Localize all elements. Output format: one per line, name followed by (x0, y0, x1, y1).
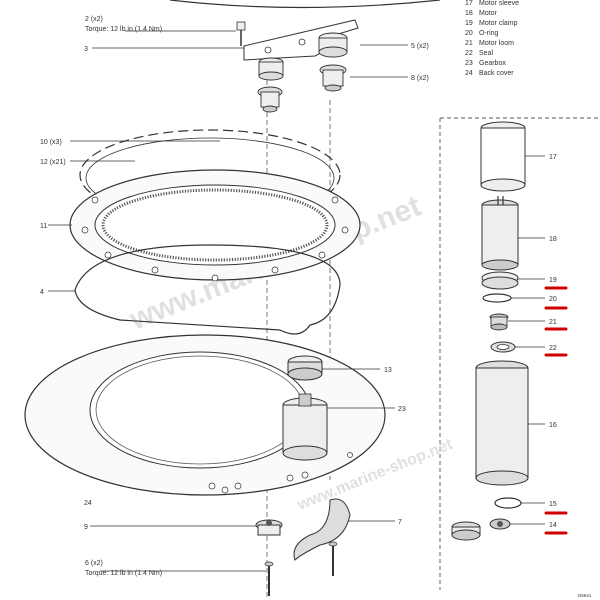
cap-part-14 (489, 518, 511, 530)
motor-part-18 (481, 196, 519, 271)
legend-name-21: Motor loom (479, 40, 514, 47)
legend-num-18: 18 (465, 10, 473, 17)
callout-17: 17 (549, 154, 557, 161)
legend-name-24: Back cover (479, 70, 514, 77)
callout-13: 13 (384, 367, 392, 374)
callout-19: 19 (549, 277, 557, 284)
housing-part-16 (475, 360, 529, 486)
screw-part-6b (328, 541, 338, 576)
callout-16: 16 (549, 422, 557, 429)
callout-2: 2 (x2) (85, 16, 103, 23)
callout-9: 9 (84, 524, 88, 531)
drawing-code: D6641 (578, 593, 592, 598)
callout-12: 12 (x21) (40, 159, 66, 166)
pivot-part-8 (319, 64, 347, 92)
callout-2-torque: Torque: 12 lb in (1.4 Nm) (85, 26, 162, 33)
callout-23: 23 (398, 406, 406, 413)
parts-legend: 17 Motor sleeve 18 Motor 19 Motor clamp … (465, 0, 519, 77)
callout-6: 6 (x2) (85, 560, 103, 567)
legend-num-20: 20 (465, 30, 473, 37)
callout-8: 8 (x2) (411, 75, 429, 82)
callout-labels: 2 (x2) Torque: 12 lb in (1.4 Nm) 3 5 (x2… (40, 16, 557, 577)
callout-10: 10 (x3) (40, 139, 62, 146)
gasket-part-4 (74, 244, 341, 335)
bushing-part-5b (258, 57, 284, 81)
callout-15: 15 (549, 501, 557, 508)
bracket-hole-2 (298, 38, 306, 46)
legend-name-23: Gearbox (479, 60, 506, 67)
callout-4: 4 (40, 289, 44, 296)
screw-part-6 (264, 561, 274, 596)
nut-part-9 (255, 519, 283, 536)
callout-22: 22 (549, 345, 557, 352)
highlight-marks (544, 286, 568, 535)
seal-part-22-inner (496, 344, 510, 350)
bezel-holes (81, 196, 349, 282)
callout-24: 24 (84, 500, 92, 507)
bushing-part-5 (318, 32, 348, 58)
callout-3: 3 (84, 46, 88, 53)
motor-sleeve-part-17 (480, 121, 526, 192)
o-ring-part-20 (482, 293, 512, 303)
screw-part-2 (236, 21, 246, 46)
legend-name-18: Motor (479, 10, 498, 17)
legend-name-22: Seal (479, 50, 493, 57)
legend-name-17: Motor sleeve (479, 0, 519, 7)
legend-num-17: 17 (465, 0, 473, 7)
pivot-part-8b (257, 86, 283, 113)
motor-clamp-part-19 (481, 271, 519, 290)
bezel-part-11 (69, 169, 361, 281)
legend-num-19: 19 (465, 20, 473, 27)
leader-lines (48, 30, 545, 572)
gearbox-part-23 (282, 393, 328, 461)
end-cap (451, 521, 481, 541)
motor-loom-part-21 (489, 313, 509, 331)
legend-num-24: 24 (465, 70, 473, 77)
bracket-hole-1 (264, 46, 272, 54)
callout-11: 11 (40, 223, 47, 230)
callout-18: 18 (549, 236, 557, 243)
legend-name-19: Motor clamp (479, 20, 518, 27)
back-cover-holes (208, 452, 353, 494)
callout-21: 21 (549, 319, 557, 326)
callout-7: 7 (398, 519, 402, 526)
lever-part-7 (293, 498, 351, 561)
legend-num-21: 21 (465, 40, 473, 47)
motor-group-dashed-box (439, 117, 600, 590)
legend-name-20: O-ring (479, 30, 499, 37)
ring-part-15 (494, 497, 522, 509)
callout-14: 14 (549, 522, 557, 529)
back-cover-part-24 (24, 334, 386, 496)
legend-num-22: 22 (465, 50, 473, 57)
top-arc (169, 0, 441, 9)
callout-6-torque: Torque: 12 lb in (1.4 Nm) (85, 570, 162, 577)
callout-5: 5 (x2) (411, 43, 429, 50)
gear-part-13 (287, 355, 323, 381)
legend-num-23: 23 (465, 60, 473, 67)
callout-20: 20 (549, 296, 557, 303)
